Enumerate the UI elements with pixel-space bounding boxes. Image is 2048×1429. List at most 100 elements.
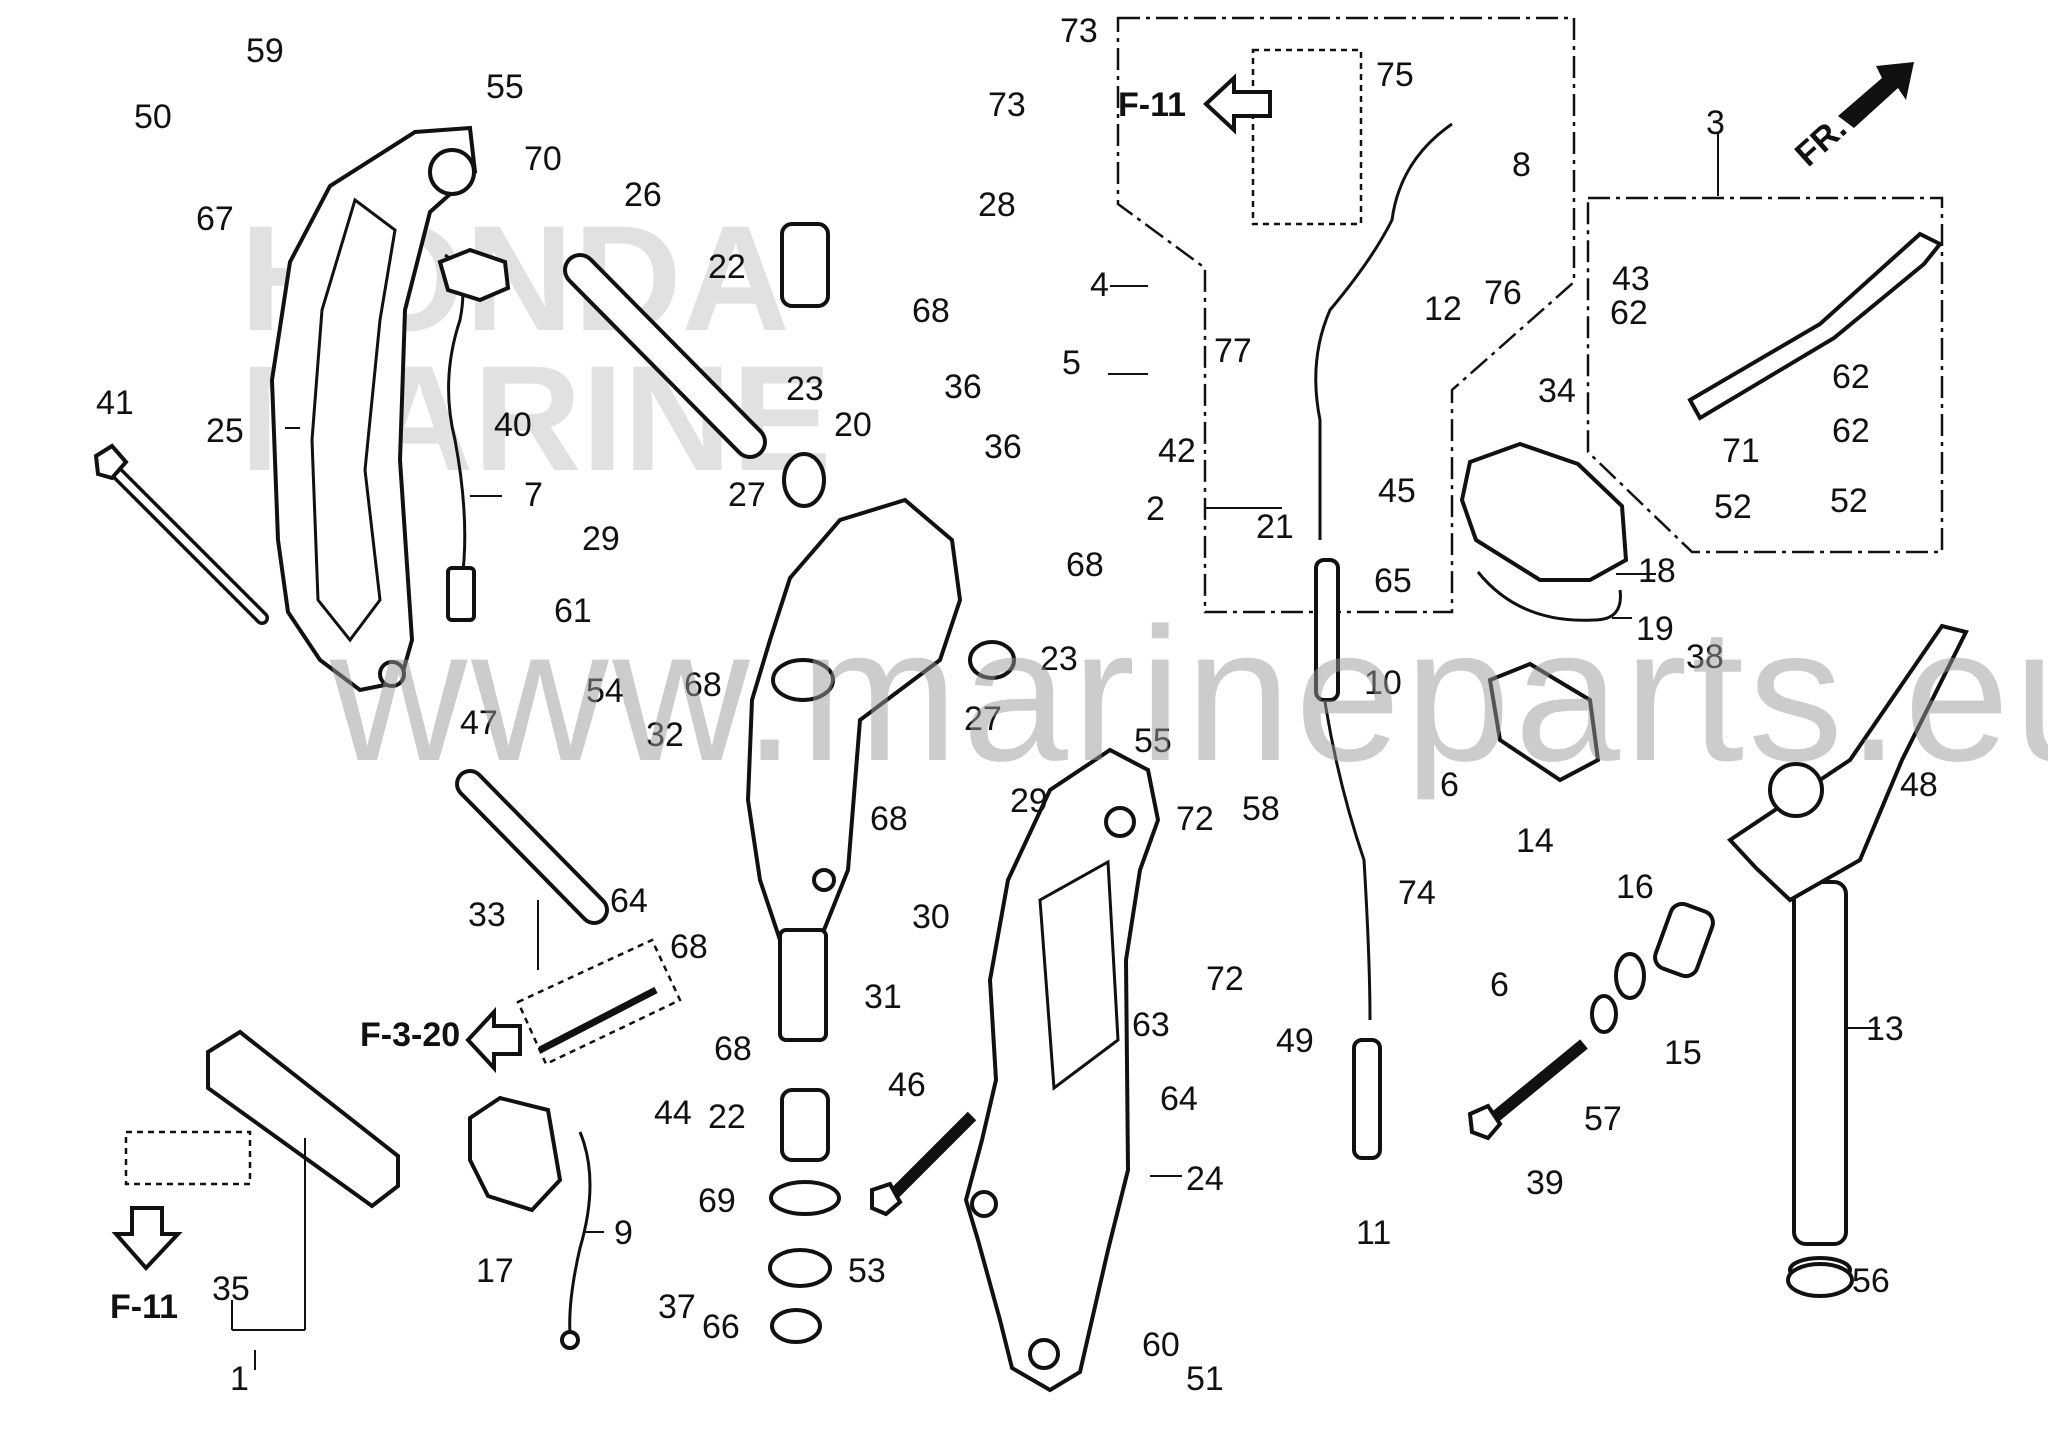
callout-68-a[interactable]: 68 — [912, 292, 950, 330]
callout-68-d[interactable]: 68 — [870, 800, 908, 838]
callout-73-left[interactable]: 73 — [988, 86, 1026, 124]
callout-75[interactable]: 75 — [1376, 56, 1414, 94]
callout-77[interactable]: 77 — [1214, 332, 1252, 370]
callout-55-upper[interactable]: 55 — [486, 68, 524, 106]
callout-13[interactable]: 13 — [1866, 1010, 1904, 1048]
ref-f11-bottom-label[interactable]: F-11 — [110, 1288, 178, 1326]
callout-19[interactable]: 19 — [1636, 610, 1674, 648]
callout-44[interactable]: 44 — [654, 1094, 692, 1132]
callout-31[interactable]: 31 — [864, 978, 902, 1016]
callout-35[interactable]: 35 — [212, 1270, 250, 1308]
callout-59[interactable]: 59 — [246, 32, 284, 70]
callout-33[interactable]: 33 — [468, 896, 506, 934]
callout-20[interactable]: 20 — [834, 406, 872, 444]
callout-71[interactable]: 71 — [1722, 432, 1760, 470]
callout-14[interactable]: 14 — [1516, 822, 1554, 860]
callout-18[interactable]: 18 — [1638, 552, 1676, 590]
callout-63[interactable]: 63 — [1132, 1006, 1170, 1044]
callout-15[interactable]: 15 — [1664, 1034, 1702, 1072]
callout-72-upper[interactable]: 72 — [1176, 800, 1214, 838]
callout-65[interactable]: 65 — [1374, 562, 1412, 600]
callout-62-right-2[interactable]: 62 — [1832, 412, 1870, 450]
callout-29-lower[interactable]: 29 — [1010, 782, 1048, 820]
callout-60[interactable]: 60 — [1142, 1326, 1180, 1364]
callout-69[interactable]: 69 — [698, 1182, 736, 1220]
callout-37[interactable]: 37 — [658, 1288, 696, 1326]
callout-68-b[interactable]: 68 — [1066, 546, 1104, 584]
ref-f11-top: F-11 — [1118, 73, 1272, 135]
callout-28[interactable]: 28 — [978, 186, 1016, 224]
callout-21[interactable]: 21 — [1256, 508, 1294, 546]
callout-6-upper[interactable]: 6 — [1440, 766, 1459, 804]
callout-4[interactable]: 4 — [1090, 266, 1109, 304]
callout-46[interactable]: 46 — [888, 1066, 926, 1104]
callout-10[interactable]: 10 — [1364, 664, 1402, 702]
callout-43[interactable]: 43 — [1612, 260, 1650, 298]
callout-29-upper[interactable]: 29 — [582, 520, 620, 558]
callout-72-lower[interactable]: 72 — [1206, 960, 1244, 998]
callout-3[interactable]: 3 — [1706, 104, 1725, 142]
callout-64-left[interactable]: 64 — [610, 882, 648, 920]
callout-17[interactable]: 17 — [476, 1252, 514, 1290]
callout-40[interactable]: 40 — [494, 406, 532, 444]
callout-8[interactable]: 8 — [1512, 146, 1531, 184]
callout-2[interactable]: 2 — [1146, 490, 1165, 528]
callout-12[interactable]: 12 — [1424, 290, 1462, 328]
ref-f320-label[interactable]: F-3-20 — [360, 1016, 460, 1054]
callout-68-c[interactable]: 68 — [684, 666, 722, 704]
callout-5[interactable]: 5 — [1062, 344, 1081, 382]
callout-30[interactable]: 30 — [912, 898, 950, 936]
callout-27-lower[interactable]: 27 — [964, 700, 1002, 738]
callout-61[interactable]: 61 — [554, 592, 592, 630]
callout-1[interactable]: 1 — [230, 1360, 249, 1398]
callout-56[interactable]: 56 — [1852, 1262, 1890, 1300]
callout-26[interactable]: 26 — [624, 176, 662, 214]
callout-48[interactable]: 48 — [1900, 766, 1938, 804]
callout-62-right-1[interactable]: 62 — [1832, 358, 1870, 396]
callout-24[interactable]: 24 — [1186, 1160, 1224, 1198]
callout-25[interactable]: 25 — [206, 412, 244, 450]
ref-f11-bottom: F-11 — [110, 1206, 183, 1326]
callout-11[interactable]: 11 — [1356, 1214, 1391, 1252]
callout-57[interactable]: 57 — [1584, 1100, 1622, 1138]
callout-62-upper-left[interactable]: 62 — [1610, 294, 1648, 332]
callout-66[interactable]: 66 — [702, 1308, 740, 1346]
callout-74[interactable]: 74 — [1398, 874, 1436, 912]
callout-9[interactable]: 9 — [614, 1214, 633, 1252]
callout-52-left[interactable]: 52 — [1714, 488, 1752, 526]
callout-23-lower[interactable]: 23 — [1040, 640, 1078, 678]
callout-68-e[interactable]: 68 — [670, 928, 708, 966]
callout-70[interactable]: 70 — [524, 140, 562, 178]
callout-45[interactable]: 45 — [1378, 472, 1416, 510]
callout-23-upper[interactable]: 23 — [786, 370, 824, 408]
callout-53[interactable]: 53 — [848, 1252, 886, 1290]
callout-6-lower[interactable]: 6 — [1490, 966, 1509, 1004]
callout-49[interactable]: 49 — [1276, 1022, 1314, 1060]
callout-68-f[interactable]: 68 — [714, 1030, 752, 1068]
callout-27-upper[interactable]: 27 — [728, 476, 766, 514]
callout-38[interactable]: 38 — [1686, 638, 1724, 676]
callout-36-lower[interactable]: 36 — [984, 428, 1022, 466]
callout-42[interactable]: 42 — [1158, 432, 1196, 470]
callout-58[interactable]: 58 — [1242, 790, 1280, 828]
callout-36-upper[interactable]: 36 — [944, 368, 982, 406]
callout-34[interactable]: 34 — [1538, 372, 1576, 410]
callout-22-lower[interactable]: 22 — [708, 1098, 746, 1136]
callout-51[interactable]: 51 — [1186, 1360, 1224, 1398]
callout-7[interactable]: 7 — [524, 476, 543, 514]
callout-67[interactable]: 67 — [196, 200, 234, 238]
callout-22-upper[interactable]: 22 — [708, 248, 746, 286]
callout-76[interactable]: 76 — [1484, 274, 1522, 312]
callout-41[interactable]: 41 — [96, 384, 134, 422]
callout-39[interactable]: 39 — [1526, 1164, 1564, 1202]
callout-64-right[interactable]: 64 — [1160, 1080, 1198, 1118]
callout-54[interactable]: 54 — [586, 672, 624, 710]
callout-50[interactable]: 50 — [134, 98, 172, 136]
callout-16[interactable]: 16 — [1616, 868, 1654, 906]
callout-55-lower[interactable]: 55 — [1134, 722, 1172, 760]
callout-47[interactable]: 47 — [460, 704, 498, 742]
callout-52-right[interactable]: 52 — [1830, 482, 1868, 520]
callout-73-top[interactable]: 73 — [1060, 12, 1098, 50]
ref-f11-top-label[interactable]: F-11 — [1118, 86, 1186, 124]
callout-32[interactable]: 32 — [646, 716, 684, 754]
